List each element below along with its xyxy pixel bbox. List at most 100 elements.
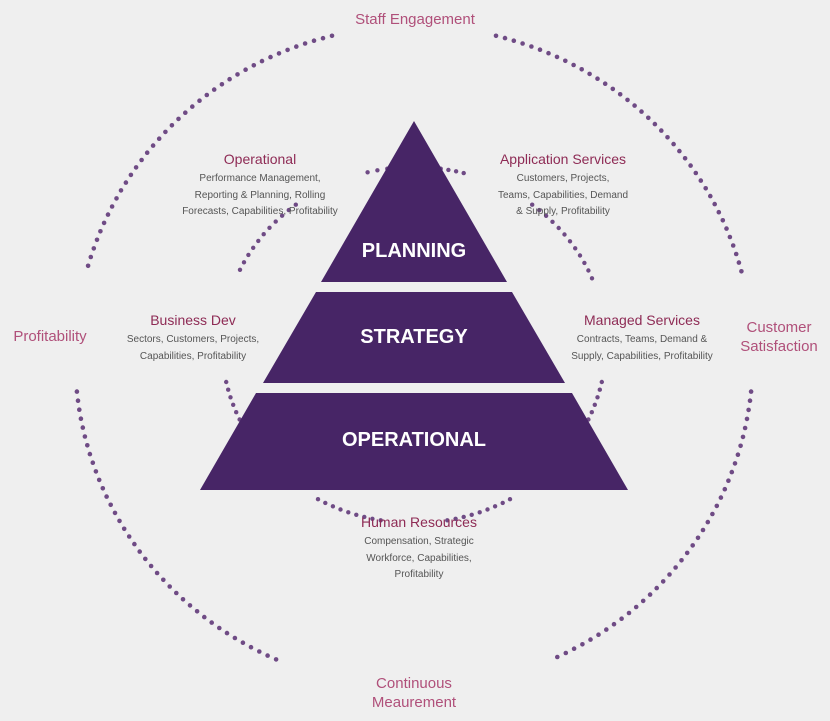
tier-label-planning: PLANNING xyxy=(362,240,466,262)
inner-arc-bottom-left-low xyxy=(315,497,383,523)
ring-dot xyxy=(453,516,458,521)
unit-business-dev: Business Dev Sectors, Customers, Project… xyxy=(118,311,268,365)
ring-dot xyxy=(712,201,717,207)
ring-dot xyxy=(724,226,729,231)
ring-dot xyxy=(469,512,474,517)
ring-dot xyxy=(632,103,637,108)
unit-operational-desc-1: Performance Management, xyxy=(199,173,321,184)
ring-dot xyxy=(123,180,129,185)
unit-business-dev-desc-1: Sectors, Customers, Projects, xyxy=(126,334,260,345)
ring-dot xyxy=(640,598,646,604)
ring-dot xyxy=(231,402,236,407)
ring-dot xyxy=(302,41,308,46)
ring-dot xyxy=(293,202,298,207)
unit-managed-services-title: Managed Services xyxy=(584,312,700,328)
ring-dot xyxy=(610,86,616,92)
ring-dot xyxy=(573,246,578,251)
label-continuous-measurement-line2: Meaurement xyxy=(371,694,457,711)
ring-dot xyxy=(227,76,232,82)
ring-dot xyxy=(556,225,561,231)
ring-dot xyxy=(77,407,82,413)
ring-dot xyxy=(273,657,279,662)
ring-dot xyxy=(311,38,317,43)
unit-human-resources-title: Human Resources xyxy=(361,514,477,530)
ring-dot xyxy=(375,168,380,173)
ring-dot xyxy=(133,165,139,170)
dotted-rings xyxy=(74,33,754,662)
ring-dot xyxy=(88,254,94,260)
ring-dot xyxy=(180,597,186,602)
ring-dot xyxy=(74,389,80,394)
ring-dot xyxy=(563,650,569,656)
ring-dot xyxy=(550,219,555,224)
ring-dot xyxy=(101,220,107,226)
unit-business-dev-desc-2: Capabilities, Profitability xyxy=(139,350,247,362)
ring-dot xyxy=(126,534,132,539)
ring-dot xyxy=(315,497,321,502)
tier-label-strategy: STRATEGY xyxy=(360,326,468,348)
ring-dot xyxy=(251,245,256,250)
ring-dot xyxy=(112,510,118,516)
ring-dot xyxy=(700,527,706,533)
ring-dot xyxy=(323,500,328,506)
pyramid-tier-planning xyxy=(321,121,507,282)
ring-dot xyxy=(209,620,214,625)
pyramid: PLANNING STRATEGY OPERATIONAL xyxy=(200,121,628,490)
ring-dot xyxy=(338,507,343,512)
ring-dot xyxy=(507,497,513,502)
ring-dot xyxy=(646,115,651,121)
ring-dot xyxy=(108,502,113,508)
ring-dot xyxy=(93,469,99,474)
ring-dot xyxy=(75,398,81,404)
ring-dot xyxy=(710,511,715,517)
ring-dot xyxy=(100,486,106,491)
ring-dot xyxy=(85,443,90,448)
ring-dot xyxy=(726,478,731,484)
ring-dot xyxy=(703,186,708,191)
ring-dot xyxy=(204,92,210,98)
ring-dot xyxy=(580,642,585,647)
ring-dot xyxy=(617,92,623,97)
ring-dot xyxy=(679,558,684,563)
ring-dot xyxy=(114,196,119,201)
ring-dot xyxy=(730,243,736,248)
ring-dot xyxy=(682,156,688,161)
unit-managed-services: Managed Services Contracts, Teams, Deman… xyxy=(566,311,718,365)
ring-dot xyxy=(729,469,735,475)
ring-dot xyxy=(80,425,86,430)
ring-dot xyxy=(90,460,96,466)
ring-dot xyxy=(265,653,270,658)
ring-dot xyxy=(555,654,560,660)
unit-application-services-desc-1: Customers, Projects, xyxy=(516,173,610,184)
ring-dot xyxy=(82,434,88,439)
ring-dot xyxy=(137,549,142,554)
unit-human-resources-desc-3: Profitability xyxy=(394,569,444,580)
ring-dot xyxy=(257,649,262,654)
ring-dot xyxy=(241,260,247,265)
ring-dot xyxy=(733,251,739,257)
ring-dot xyxy=(543,213,549,218)
ring-dot xyxy=(268,54,273,60)
ring-dot xyxy=(477,510,482,515)
ring-dot xyxy=(586,268,591,273)
ring-dot xyxy=(94,237,100,243)
ring-dot xyxy=(261,232,266,237)
ring-dot xyxy=(625,97,630,103)
ring-dot xyxy=(273,219,278,224)
ring-dot xyxy=(294,44,299,49)
outer-arc-top-left xyxy=(85,33,335,269)
ring-dot xyxy=(267,225,272,230)
ring-dot xyxy=(502,35,508,41)
ring-dot xyxy=(237,267,243,272)
label-continuous-measurement: Continuous Meaurement xyxy=(344,674,484,712)
ring-dot xyxy=(673,565,678,570)
ring-dot xyxy=(660,579,666,584)
unit-operational-title: Operational xyxy=(223,151,297,167)
ring-dot xyxy=(562,232,567,237)
ring-dot xyxy=(240,640,246,645)
ring-dot xyxy=(520,41,525,46)
ring-dot xyxy=(144,150,150,155)
ring-dot xyxy=(738,443,743,449)
ring-dot xyxy=(597,387,602,392)
